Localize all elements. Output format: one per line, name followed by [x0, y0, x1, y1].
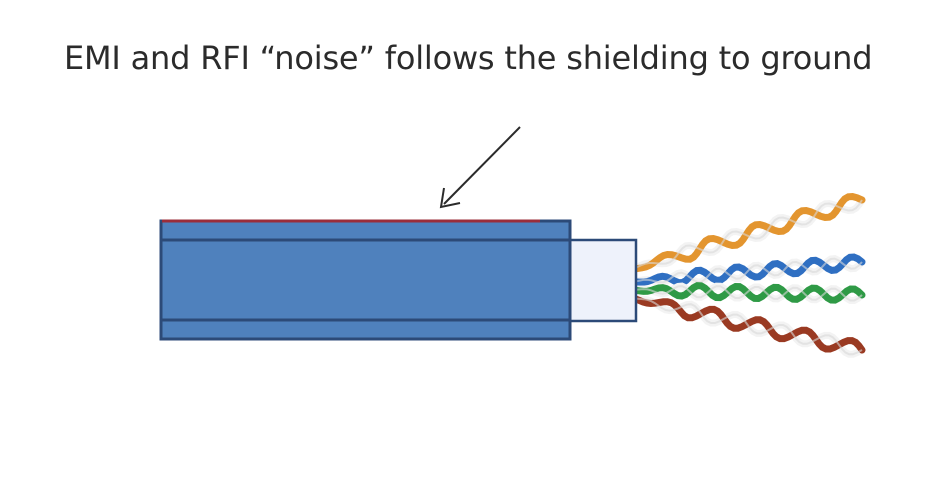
cable-jacket	[159, 219, 572, 341]
green-pair	[628, 282, 866, 304]
caption-title: EMI and RFI “noise” follows the shieldin…	[64, 39, 873, 77]
brown-pair	[628, 294, 866, 358]
pointer-arrow	[439, 126, 521, 209]
blue-pair	[628, 253, 866, 287]
inner-sleeve	[564, 238, 638, 323]
twisted-pairs	[626, 192, 866, 358]
orange-pair	[626, 192, 866, 274]
